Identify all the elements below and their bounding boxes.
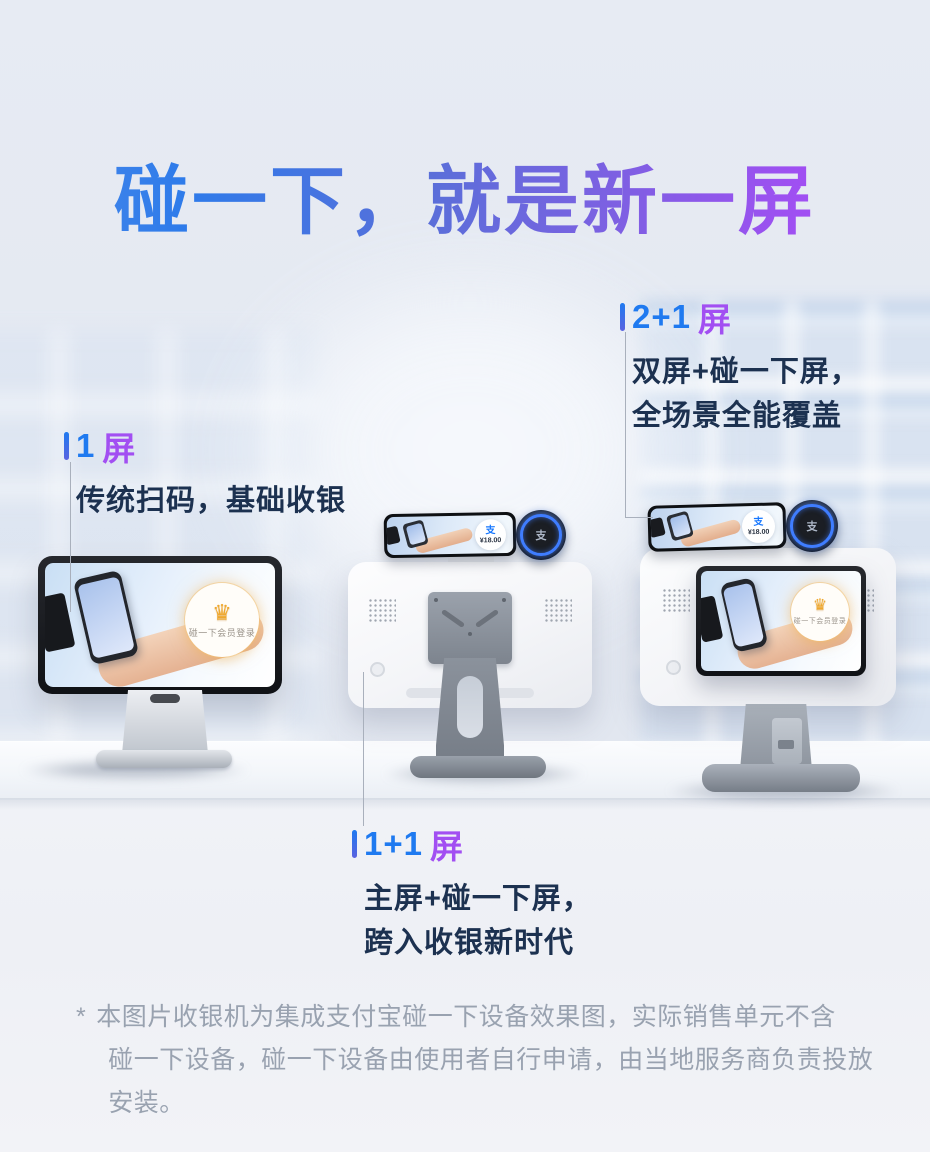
phone (72, 569, 140, 666)
phone-screen (77, 576, 135, 659)
pointer-line-1plus1-screen (363, 672, 364, 826)
merchant-screen-bezel: ♛ 碰一下会员登录 (696, 566, 866, 676)
tap-device: 支 ¥18.00 支 (647, 500, 838, 554)
monitor-bezel: ♛ 碰一下会员登录 (38, 556, 282, 694)
tap-screen-content: 支 ¥18.00 (650, 505, 784, 549)
alipay-logo-icon: 支 (753, 516, 764, 528)
tap-device-screen: 支 ¥18.00 (647, 502, 787, 552)
pos-device-single-screen: ♛ 碰一下会员登录 (38, 556, 288, 782)
footnote-line: 碰一下设备，碰一下设备由使用者自行申请，由当地服务商负责投放安装。 (108, 1046, 874, 1117)
alipay-logo-icon: 支 (806, 521, 818, 533)
nfc-glow-ring: 支 (520, 514, 562, 556)
vesa-slot (440, 608, 466, 629)
phone-screen (722, 582, 765, 648)
pointer-line-2plus1-elbow (625, 517, 653, 518)
card-reader (386, 525, 401, 546)
callout-marker (620, 303, 625, 331)
monitor-screen: ♛ 碰一下会员登录 (45, 563, 275, 687)
callout-number: 2+1 (632, 298, 691, 335)
callout-heading: 1+1 屏 (352, 820, 592, 868)
vesa-slot (474, 608, 500, 629)
callout-description: 传统扫码，基础收银 (76, 479, 346, 523)
footnote-line: 本图片收银机为集成支付宝碰一下设备效果图，实际销售单元不含 (96, 1003, 836, 1031)
screw (434, 598, 438, 602)
crown-icon: ♛ (212, 599, 232, 625)
callout-1plus1-screen: 1+1 屏 主屏+碰一下屏， 跨入收银新时代 (352, 820, 592, 965)
page-title: 碰一下，就是新一屏 (0, 140, 930, 249)
callout-screen-word: 屏 (429, 828, 463, 865)
tap-screen-content: 支 ¥18.00 (386, 514, 514, 556)
callout-desc-line: 跨入收银新时代 (364, 927, 575, 959)
card-reader (701, 595, 723, 643)
phone (401, 518, 429, 549)
callout-1-screen: 1 屏 传统扫码，基础收银 (64, 422, 346, 523)
nfc-glow-ring: 支 (790, 504, 834, 548)
stand-base (410, 756, 546, 778)
pos-device-main-plus-tap: 支 ¥18.00 支 (344, 506, 596, 782)
merchant-screen: ♛ 碰一下会员登录 (701, 571, 861, 671)
stand-base (702, 764, 860, 792)
callout-desc-line: 全场景全能覆盖 (632, 400, 843, 432)
nfc-tap-pad: 支 (516, 510, 566, 560)
speaker-grill (544, 598, 572, 622)
callout-number: 1+1 (364, 825, 423, 862)
member-badge: ♛ 碰一下会员登录 (791, 583, 849, 641)
screen-content: ♛ 碰一下会员登录 (45, 563, 275, 687)
callout-marker (64, 432, 69, 460)
payment-bubble: 支 ¥18.00 (741, 509, 776, 544)
screw (468, 632, 472, 636)
tap-device-screen: 支 ¥18.00 (383, 511, 517, 559)
pointer-line-2plus1-screen (625, 332, 626, 518)
stand-cutout (457, 676, 483, 738)
stand-cutout (772, 718, 802, 764)
camera-hole (666, 660, 681, 675)
callout-description: 双屏+碰一下屏， 全场景全能覆盖 (632, 350, 860, 438)
stand-base (96, 750, 232, 768)
tap-device: 支 ¥18.00 支 (383, 510, 566, 562)
phone (719, 577, 768, 653)
callout-desc-line: 主屏+碰一下屏， (364, 883, 592, 915)
callout-2plus1-screen: 2+1 屏 双屏+碰一下屏， 全场景全能覆盖 (620, 293, 860, 438)
screen-content: ♛ 碰一下会员登录 (701, 571, 861, 671)
vesa-mount (428, 592, 512, 664)
callout-screen-word: 屏 (697, 301, 731, 338)
alipay-logo-icon: 支 (535, 530, 547, 542)
callout-desc-line: 双屏+碰一下屏， (632, 356, 860, 388)
footnote-text: 本图片收银机为集成支付宝碰一下设备效果图，实际销售单元不含 碰一下设备，碰一下设… (96, 996, 882, 1125)
camera-hole (370, 662, 385, 677)
alipay-logo-icon: 支 (485, 524, 496, 536)
callout-heading: 1 屏 (64, 422, 346, 470)
speaker-grill (662, 588, 690, 612)
badge-label: 碰一下会员登录 (793, 618, 847, 625)
callout-desc-line: 传统扫码，基础收银 (76, 485, 347, 517)
footnote: * 本图片收银机为集成支付宝碰一下设备效果图，实际销售单元不含 碰一下设备，碰一… (76, 996, 882, 1125)
payment-amount: ¥18.00 (747, 528, 770, 536)
card-reader (45, 592, 76, 653)
callout-screen-word: 屏 (102, 430, 136, 467)
counter-front (0, 800, 930, 1152)
screw (502, 598, 506, 602)
callout-heading: 2+1 屏 (620, 293, 860, 341)
crown-icon: ♛ (812, 597, 828, 614)
pointer-line-1-screen (70, 462, 71, 612)
card-reader (650, 517, 666, 539)
speaker-grill (368, 598, 396, 622)
callout-marker (352, 830, 357, 858)
payment-amount: ¥18.00 (479, 536, 502, 544)
member-badge: ♛ 碰一下会员登录 (185, 583, 259, 657)
payment-bubble: 支 ¥18.00 (474, 519, 507, 551)
counter-edge-shadow (0, 798, 930, 810)
footnote-marker: * (76, 1003, 87, 1031)
callout-number: 1 (76, 427, 96, 464)
callout-description: 主屏+碰一下屏， 跨入收银新时代 (364, 877, 592, 965)
badge-label: 碰一下会员登录 (188, 627, 256, 638)
nfc-tap-pad: 支 (786, 500, 838, 552)
pos-device-dual-plus-tap: ♛ 碰一下会员登录 支 ¥18.00 (632, 496, 912, 816)
stand-hinge (150, 694, 180, 703)
